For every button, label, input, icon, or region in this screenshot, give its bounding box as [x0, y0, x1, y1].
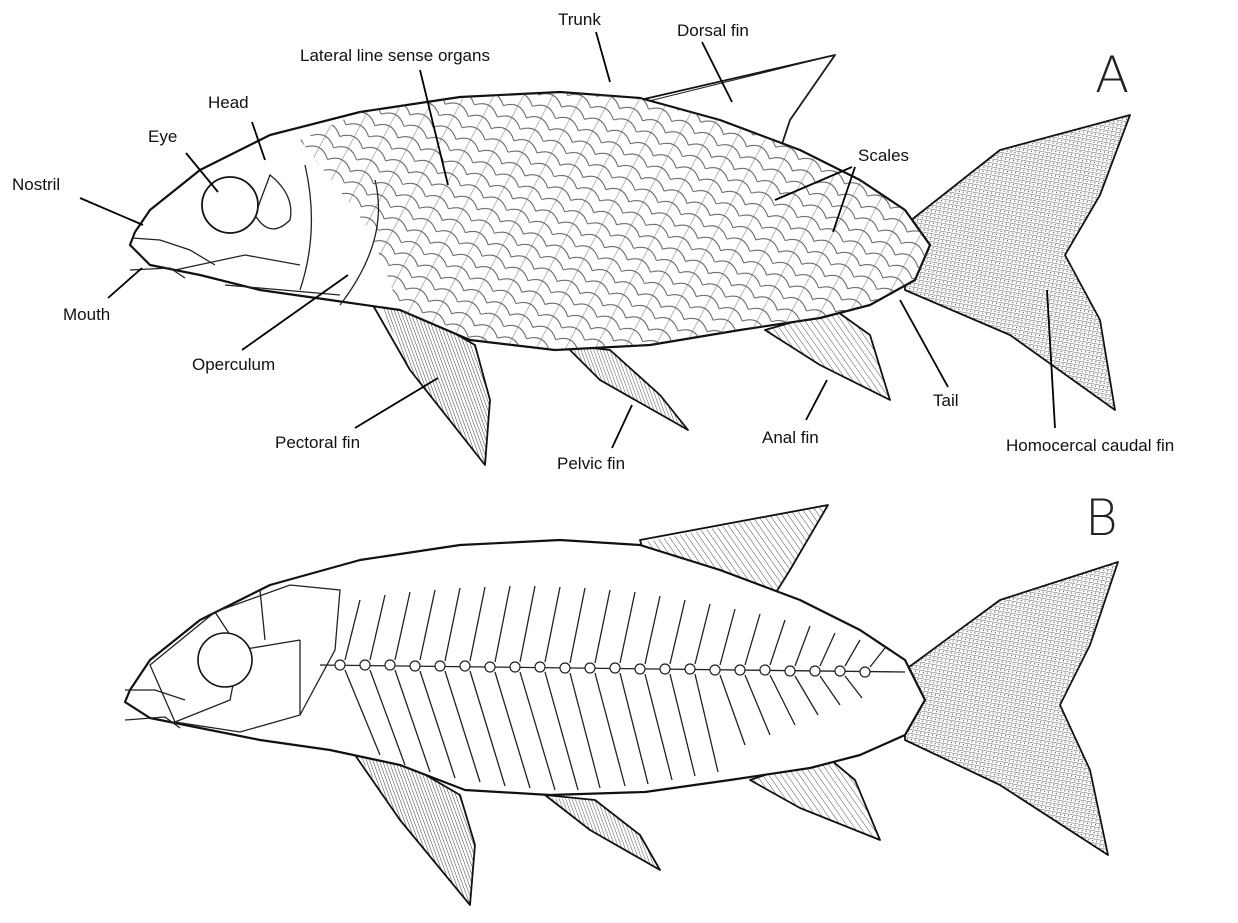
label-trunk: Trunk [558, 10, 601, 29]
label-nostril: Nostril [12, 175, 60, 194]
label-pelvic-fin: Pelvic fin [557, 454, 625, 473]
label-operculum: Operculum [192, 355, 275, 374]
label-tail: Tail [933, 391, 959, 410]
label-head: Head [208, 93, 249, 112]
eye-shape-a [202, 177, 258, 233]
label-mouth: Mouth [63, 305, 110, 324]
label-caudal-fin: Homocercal caudal fin [1006, 436, 1174, 455]
eye-socket-b [198, 633, 252, 687]
panel-label-a: A [1095, 46, 1129, 104]
panel-label-b: B [1085, 489, 1118, 547]
label-anal-fin: Anal fin [762, 428, 819, 447]
label-lateral-line: Lateral line sense organs [300, 46, 490, 65]
panel-b-drawing [125, 505, 1118, 905]
label-scales: Scales [858, 146, 909, 165]
panel-a-drawing [130, 55, 1130, 465]
label-eye: Eye [148, 127, 177, 146]
label-dorsal-fin: Dorsal fin [677, 21, 749, 40]
label-pectoral-fin: Pectoral fin [275, 433, 360, 452]
